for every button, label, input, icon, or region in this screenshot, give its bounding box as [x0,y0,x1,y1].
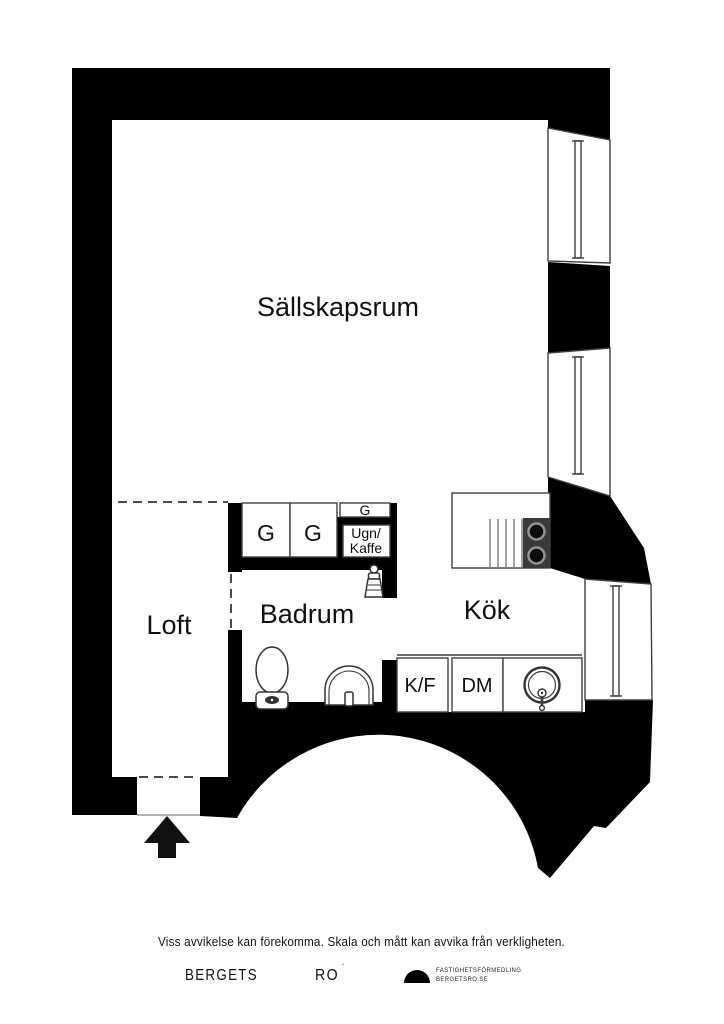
drainboard-lines [489,519,523,567]
windows [547,127,653,701]
closets [241,502,391,558]
closet-g3-thin [339,502,391,518]
label-bathroom: Badrum [260,599,355,629]
wall-loft-upper [228,503,242,572]
disclaimer-text: Viss avvikelse kan förekomma. Skala och … [158,935,565,949]
toilet-icon [255,646,289,694]
bathroom-fixtures [255,564,384,710]
toilet-button-dot [270,698,274,702]
label-oven-line1: Ugn/ [351,525,381,541]
kitchen-counter [451,492,551,569]
closet-g1 [241,502,291,558]
wall-bottom-left [112,777,137,815]
closet-oven-coffee [342,524,391,558]
cabinet-fridge-freezer [396,657,449,713]
wall-left [72,68,112,815]
wall-top [72,68,610,120]
burner-icon [527,522,546,541]
wall-right-wedge [548,477,651,584]
window-glazing [574,356,582,475]
burner-icon [527,546,546,565]
window-glazing [612,585,620,697]
window-living-top [547,127,611,264]
window-kitchen [584,578,653,701]
wall-loft-lower [228,630,242,707]
label-closet-g3: G [360,502,371,518]
cabinet-dishwasher [451,657,504,713]
label-kitchen: Kök [464,595,511,625]
shower-icon [364,564,384,598]
kitchen-faucet-dot [540,691,544,695]
closet-g2 [289,502,338,558]
label-closet-g2: G [304,520,322,546]
dome-logo-icon [404,970,430,983]
label-oven-line2: Kaffe [350,540,383,556]
wall-bathroom-right-lower [382,660,397,712]
brand-ro-mark: ´ [342,963,345,972]
wall-bathroom-right-strip [390,503,397,570]
label-closet-g1: G [257,520,275,546]
wall-bathroom-right-upper [382,570,397,598]
label-living-room: Sällskapsrum [257,292,419,322]
brand-bergets: BERGETS [185,967,258,984]
washbasin-faucet [344,691,354,707]
kitchen-faucet-knob [538,704,546,712]
label-dishwasher: DM [461,675,492,697]
logo-text-line2: BERGETSRO.SE [436,977,488,983]
washbasin-icon [324,665,374,706]
wall-window-pier [548,262,610,353]
footer: Viss avvikelse kan förekomma. Skala och … [158,935,565,984]
kitchen-cabinets [396,654,583,713]
wall-bathroom-top [242,557,397,570]
label-loft: Loft [146,610,192,640]
wall-bottom-blob [200,700,653,878]
brand-ro: RO [315,967,339,984]
label-fridge-freezer: K/F [404,675,435,697]
dashed-lines [118,501,232,778]
washbasin-inner [328,670,370,705]
window-glazing [574,140,582,259]
logo-text-line1: FASTIGHETSFÖRMEDLING [436,967,521,974]
walls [72,68,653,878]
entrance-arrow-icon [144,816,190,858]
window-living-bottom [547,347,611,497]
wall-top-right-corner [548,120,610,141]
